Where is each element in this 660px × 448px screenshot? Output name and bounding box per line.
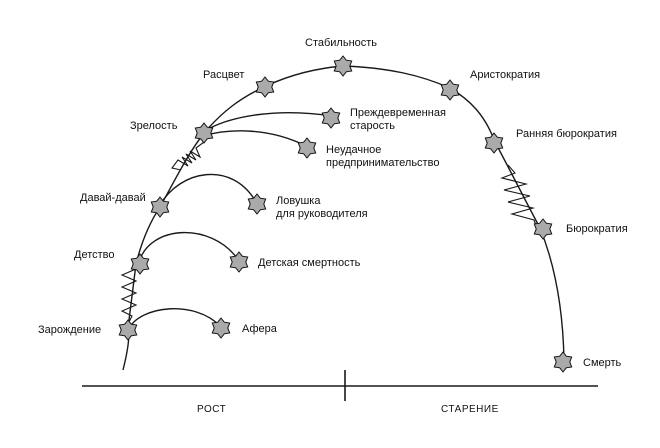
- label-davai-davai: Давай-давай: [80, 192, 146, 204]
- burst-smert: [553, 351, 573, 373]
- label-byurokratiya: Бюрократия: [566, 223, 628, 235]
- label-zrelost: Зрелость: [130, 120, 178, 132]
- label-detskaya-smertnost: Детская смертность: [258, 257, 361, 269]
- burst-rannyaya-byurokratiya: [484, 132, 504, 154]
- label-lovushka-line1: Ловушка: [276, 195, 321, 207]
- burst-detstvo: [130, 253, 150, 275]
- trap-curve-neudachnoe: [202, 130, 307, 147]
- burst-lovushka: [247, 193, 267, 215]
- burst-davai-davai: [150, 196, 170, 218]
- label-lovushka-line2: для руководителя: [276, 208, 368, 220]
- zigzag-davai-zrelost: [171, 141, 205, 171]
- label-zarozhdenie: Зарождение: [38, 324, 101, 336]
- phase-growth-label: РОСТ: [197, 404, 226, 415]
- label-prezhdevremennaya-line2: старость: [350, 120, 395, 132]
- label-neudachnoe-line1: Неудачное: [326, 144, 381, 156]
- label-detstvo: Детство: [74, 249, 115, 261]
- zigzag-zarozhdenie-detstvo: [120, 263, 138, 323]
- trap-curve-detskaya-smertnost: [138, 231, 238, 263]
- label-neudachnoe-line2: предпринимательство: [326, 157, 439, 169]
- label-afera: Афера: [242, 323, 278, 335]
- trap-curve-prezhdevremennaya: [202, 112, 333, 133]
- label-rascvet: Расцвет: [203, 69, 244, 81]
- burst-prezhdevremennaya: [321, 107, 341, 129]
- label-rannyaya-byurokratiya: Ранняя бюрократия: [516, 128, 617, 140]
- burst-detskaya-smertnost: [229, 251, 249, 273]
- label-prezhdevremennaya-line1: Преждевременная: [350, 107, 446, 119]
- burst-zarozhdenie: [118, 319, 138, 341]
- burst-aristokratiya: [440, 79, 460, 101]
- lifecycle-curve: [122, 65, 565, 371]
- trap-curve-lovushka: [159, 173, 257, 206]
- label-smert: Смерть: [583, 357, 622, 369]
- trap-curve-afera: [127, 308, 221, 331]
- label-stabilnost: Стабильность: [305, 37, 377, 49]
- burst-stabilnost: [333, 55, 353, 77]
- phase-aging-label: СТАРЕНИЕ: [441, 404, 499, 415]
- label-aristokratiya: Аристократия: [470, 69, 540, 81]
- zigzag-rannyaya-byurokratiya: [500, 164, 538, 229]
- burst-rascvet: [255, 76, 275, 98]
- burst-neudachnoe: [297, 137, 317, 159]
